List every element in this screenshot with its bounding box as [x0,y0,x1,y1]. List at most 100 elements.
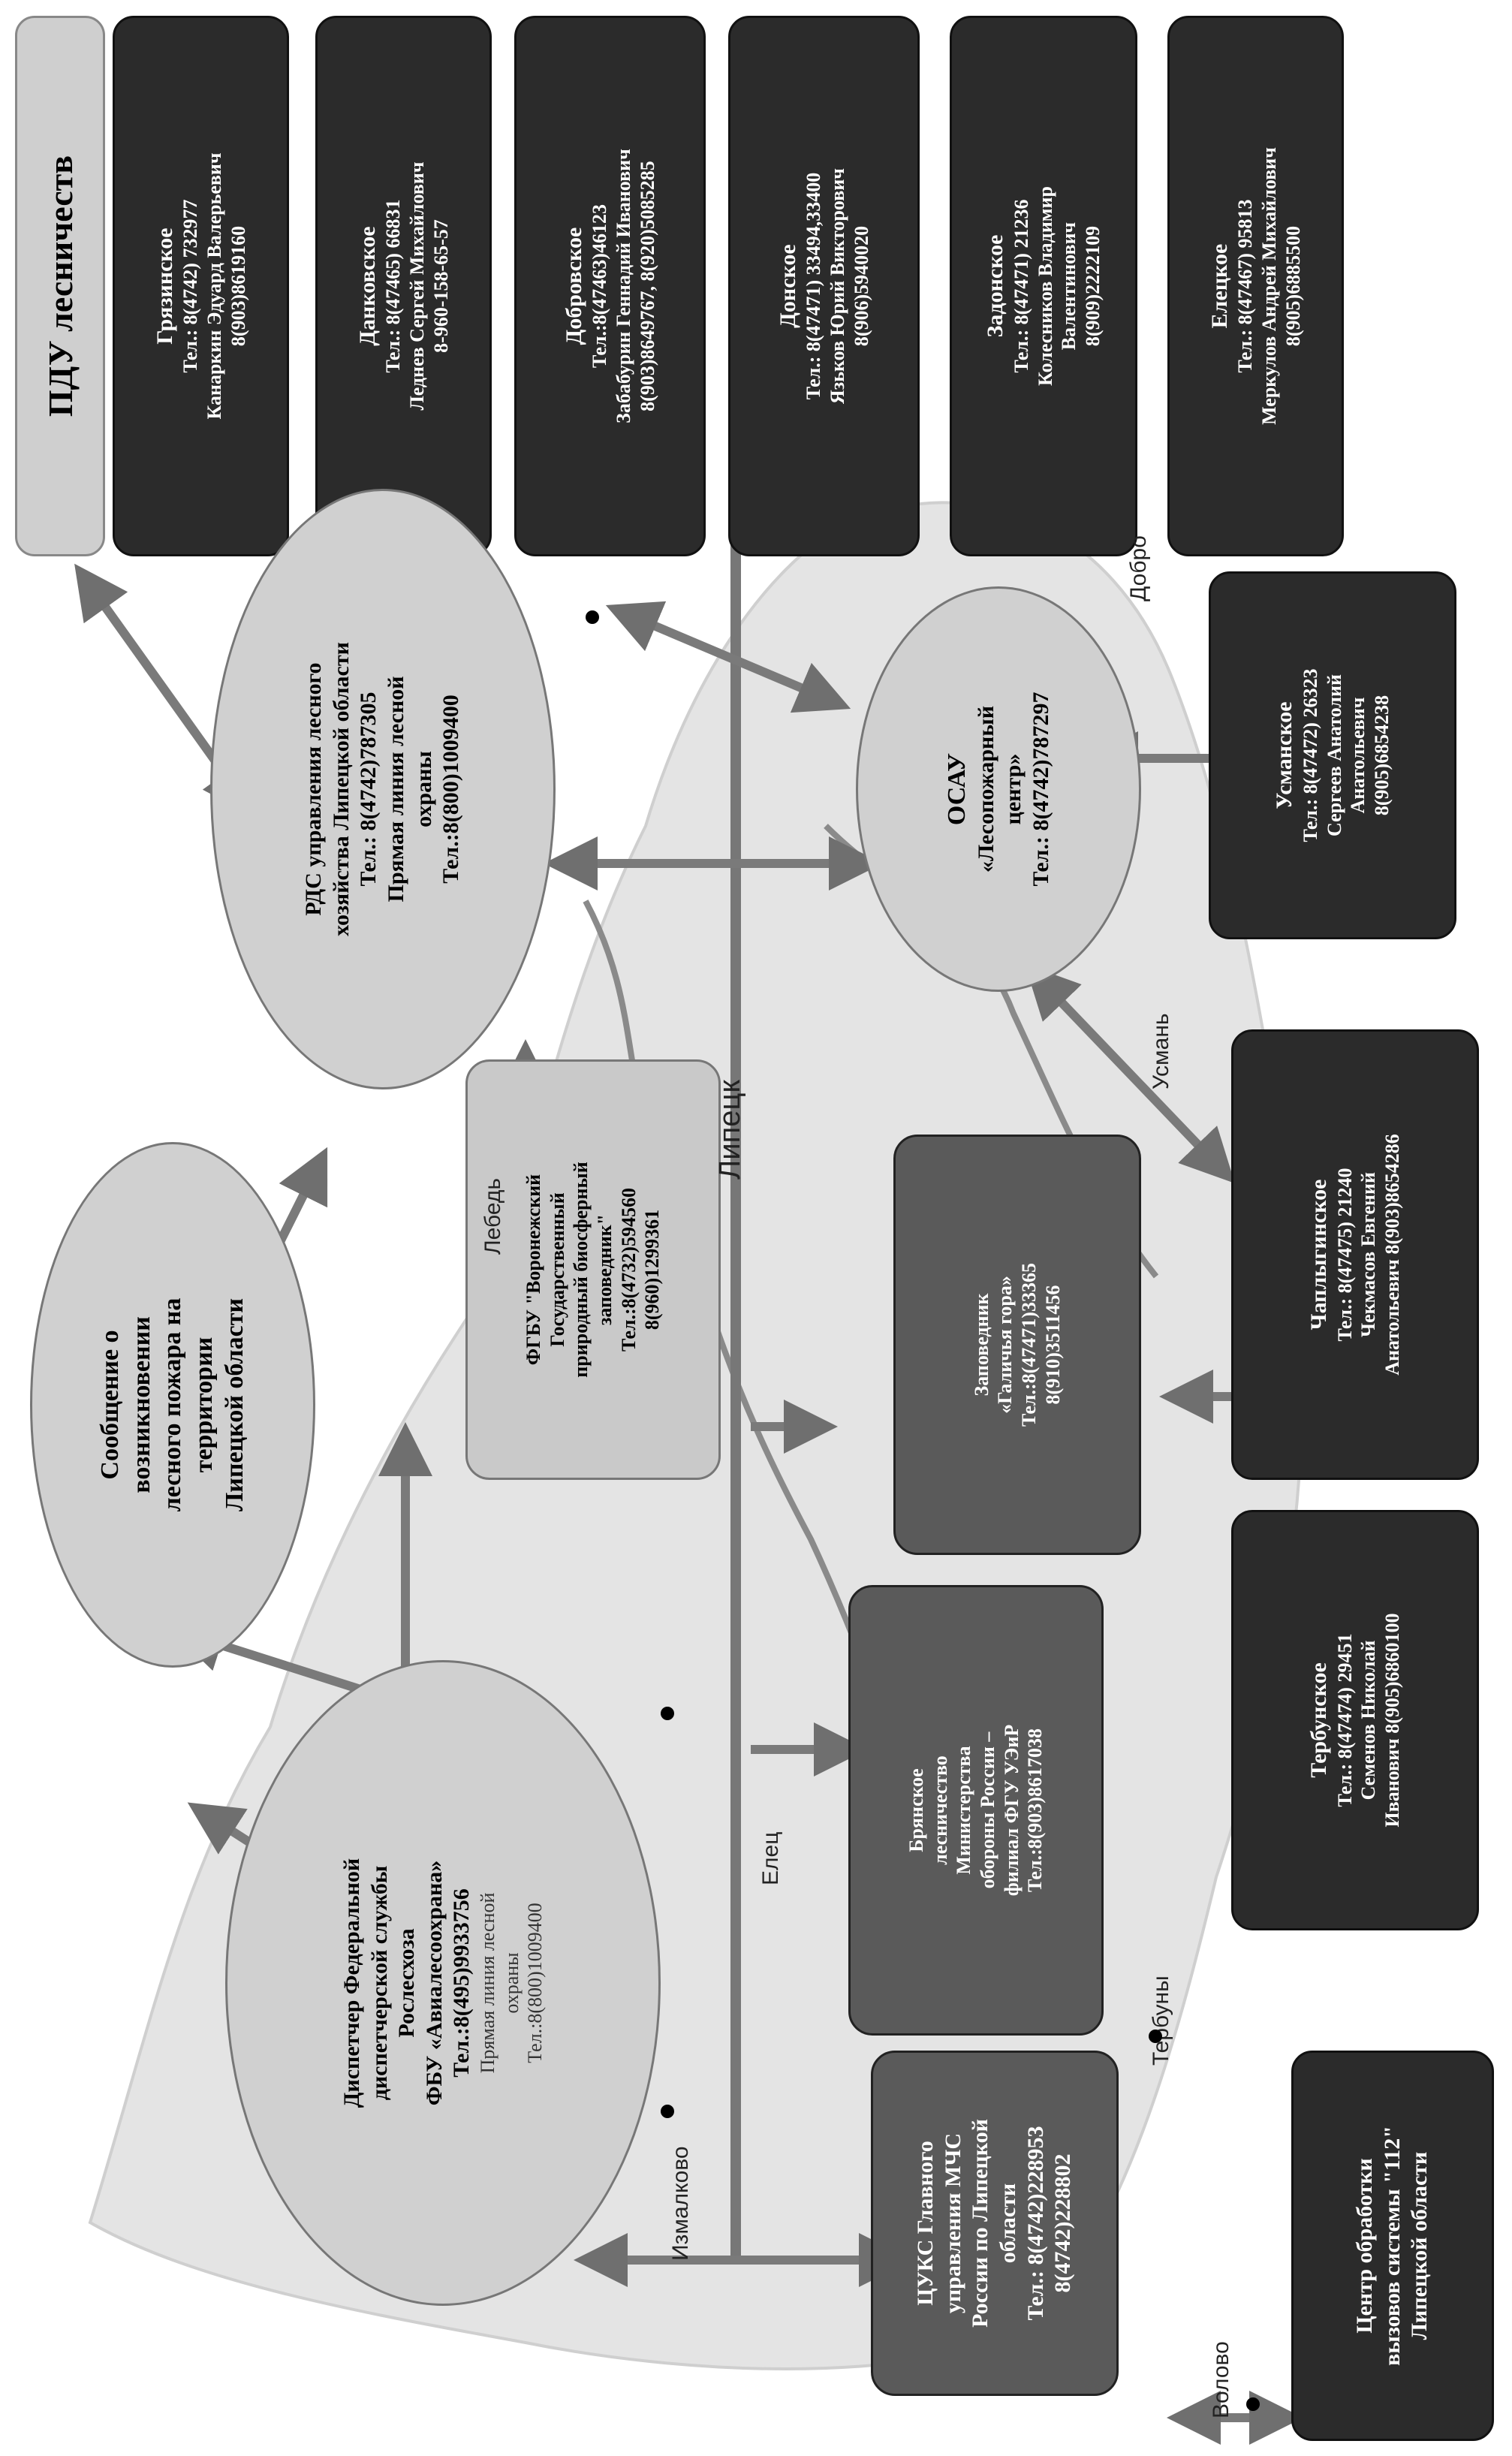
osau-fire-center: ОСАУ «Лесопожарный центр» Тел.: 8(4742)7… [856,586,1141,992]
tsuks-line: управления МЧС [940,2132,965,2314]
center-112-line: Центр обработки [1352,2158,1378,2334]
dispatcher-avialesookhrana: Диспетчер Федеральной диспетчерской служ… [225,1660,661,2306]
bryansk-line: Министерства [953,1746,975,1875]
forestry-eletskoe: Елецкое Тел.: 8(47467) 95813 Меркулов Ан… [1167,16,1344,556]
forestry-line: 8(909)2222109 [1082,225,1104,347]
forestry-terbunskoe: Тербунское Тел.: 8(47474) 29451 Семенов … [1231,1510,1479,1930]
voronezh-line: Государственный [546,1192,568,1347]
forestry-line: 8(906)5940020 [850,225,872,347]
town-label-yelets: Елец [758,1831,783,1885]
forestry-name: Елецкое [1206,243,1232,329]
galichya-line: «Галичья гора» [994,1276,1017,1414]
forestry-name: Данковское [354,226,380,346]
forestry-name: Добровское [561,227,586,345]
town-label-usman: Усмань [1149,1013,1173,1089]
forestry-donskoe: Донское Тел.: 8(47471) 33494,33400 Язько… [728,16,920,556]
forestry-name: Чаплыгинское [1306,1179,1332,1330]
avia-line: Рослесхоза [394,1928,420,2038]
forestry-line: 8(903)8649767, 8(920)5085285 [636,161,658,411]
bryansk-line: обороны России – [977,1731,998,1889]
forestry-dankovskoe: Данковское Тел.: 8(47465) 66831 Леднев С… [315,16,492,556]
tsuks-line: области [995,2183,1020,2264]
bryansk-line: Тел.:8(903)8617038 [1024,1728,1047,1892]
forestry-name: Донское [775,244,800,328]
town-marker-lipetsk [586,610,599,624]
tsuks-line: ЦУКС Главного [913,2141,938,2306]
forestry-line: 8(903)8619160 [227,225,249,347]
town-marker-volovo [1246,2397,1260,2411]
forestry-line: Леднев Сергей Михайлович [405,161,428,411]
town-marker-izmalkovo [661,2105,674,2118]
galichya-line: 8(910)3511456 [1041,1285,1064,1405]
bryansk-forestry: Брянское лесничество Министерства оборон… [848,1585,1104,2036]
voronezh-line: 8(960)1299361 [641,1209,664,1330]
forestry-line: Анатольевич [1347,697,1369,814]
report-line: территории [189,1336,218,1473]
tsuks-line: 8(4742)228802 [1050,2153,1076,2293]
reserve-galichya-gora: Заповедник «Галичья гора» Тел.:8(47471)3… [893,1135,1141,1555]
forestry-dobrovskoe: Добровское Тел.:8(47463)46123 Забабурин … [514,16,706,556]
galichya-line: Заповедник [970,1293,992,1397]
avia-subline: Тел.:8(800)1009400 [524,1903,547,2063]
rds-line: хозяйства Липецкой области [328,642,354,936]
forestry-name: Задонское [983,234,1008,338]
avia-subline: Прямая линия лесной [476,1892,498,2074]
forestry-name: Усманское [1272,701,1297,809]
forestry-line: 8(905)6854238 [1371,695,1393,816]
forestry-usmanskoe: Усманское Тел.: 8(47472) 26323 Сергеев А… [1209,571,1456,939]
town-label-terbuny: Тербуны [1149,1975,1173,2066]
rds-line: Тел.:8(800)1009400 [438,695,464,884]
town-label-volovo: Волово [1209,2341,1233,2418]
bryansk-line: филиал ФГУ УЭиР [1000,1724,1023,1897]
header-title: ПДУ лесничеств [41,155,80,417]
forestry-chaplyginskoe: Чаплыгинское Тел.: 8(47475) 21240 Чекмас… [1231,1029,1479,1480]
town-label-dobroe: Добро [1126,535,1151,601]
forestry-line: Семенов Николай [1357,1640,1380,1801]
fire-report: Сообщение о возникновении лесного пожара… [30,1142,315,1668]
bryansk-line: лесничество [929,1755,951,1865]
avia-subline: охраны [500,1952,523,2014]
report-line: Липецкой области [221,1297,249,1512]
town-marker-terbuny [1149,2030,1162,2043]
voronezh-line: Тел.:8(4732)594560 [617,1188,640,1352]
rds-line: Тел.: 8(4742)787305 [356,692,381,887]
town-label-lipetsk: Липецк [713,1080,746,1180]
report-line: Сообщение о [96,1330,125,1480]
report-line: возникновении [127,1316,155,1493]
forestry-line: 8-960-158-65-57 [429,219,452,353]
avia-line: ФБУ «Авиалесоохрана» [421,1860,447,2106]
voronezh-line: природный биосферный [570,1162,592,1378]
forestry-line: Тел.: 8(4742) 732977 [179,199,202,373]
forestry-line: Тел.: 8(47475) 21240 [1333,1168,1356,1342]
town-marker-yelets [661,1707,674,1720]
center-112-line: вызовов системы "112" [1379,2126,1405,2366]
tsuks-line: России по Липецкой [968,2119,993,2328]
avia-line: Диспетчер Федеральной [339,1858,364,2108]
forestry-line: Меркулов Андрей Михайлович [1257,147,1280,425]
reserve-voronezh: ФГБУ "Воронежский Государственный природ… [465,1059,721,1480]
forestry-zadonskoe: Задонское Тел.: 8(47471) 21236 Колеснико… [950,16,1137,556]
forestry-line: Тел.: 8(47465) 66831 [382,199,405,373]
voronezh-line: заповедник" [594,1213,616,1326]
osau-line: Тел.: 8(4742)787297 [1029,692,1054,887]
town-label-izmalkovo: Измалково [668,2146,693,2261]
avia-line: Тел.:8(495)9933756 [449,1888,474,2078]
bryansk-line: Брянское [905,1768,927,1852]
report-line: лесного пожара на [158,1297,187,1512]
forestry-line: Валентинович [1058,221,1080,351]
forestry-line: Тел.:8(47463)46123 [589,204,611,368]
forestry-gryazinskoe: Грязинское Тел.: 8(4742) 732977 Канаркин… [113,16,289,556]
header-pdu: ПДУ лесничеств [15,16,105,556]
forestry-line: Тел.: 8(47474) 29451 [1333,1633,1356,1807]
osau-line: «Лесопожарный [973,705,998,873]
forestry-line: Чекмасов Евгений [1357,1172,1380,1337]
forestry-line: Тел.: 8(47467) 95813 [1234,199,1257,373]
tsuks-mchs: ЦУКС Главного управления МЧС России по Л… [871,2051,1119,2396]
forestry-line: Язьков Юрий Викторович [826,168,848,404]
galichya-line: Тел.:8(47471)33365 [1018,1263,1040,1427]
center-112-line: Липецкой области [1407,2151,1432,2340]
voronezh-line: ФГБУ "Воронежский [522,1174,544,1366]
forestry-line: Забабурин Геннадий Иванович [612,149,634,423]
rds-line: РДС управления лесного [301,662,327,916]
